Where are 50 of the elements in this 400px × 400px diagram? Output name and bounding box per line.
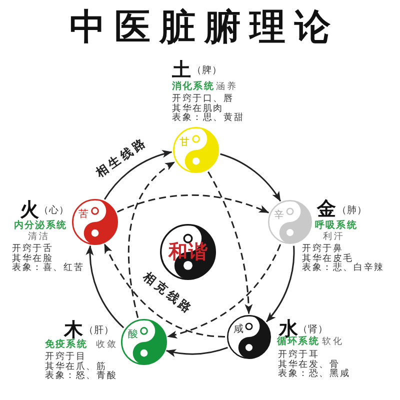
dashed-arrow (167, 244, 282, 338)
function-note: 清洁 (28, 233, 50, 243)
node-label: 和谐 (168, 242, 208, 262)
element-name: 金 (317, 199, 336, 220)
arrow (220, 153, 282, 202)
node-label: 甘 (179, 137, 190, 148)
element-name: 土 (172, 60, 191, 81)
organ-name: （肺） (337, 206, 367, 216)
function-note: 软化 (322, 338, 344, 348)
dashed-arrow (208, 171, 252, 314)
dashed-arrow (104, 244, 226, 338)
function-note: 涵养 (216, 83, 238, 93)
dashed-arrow (117, 194, 270, 214)
note-line: 其华在脸 (12, 254, 54, 264)
arrow (166, 346, 228, 356)
note-line: 其华在肌肉 (172, 104, 224, 114)
node-label: 酸 (128, 329, 138, 340)
note-line: 表象：悲、白辛辣 (302, 264, 384, 274)
note-line: 开窍于目 (45, 353, 86, 362)
note-line: 表象：恐、黑咸 (278, 370, 350, 380)
system-name: 消化系统 (172, 82, 214, 92)
title: 中医脏腑理论 (70, 8, 340, 48)
note-line: 表象：喜、红苦 (12, 264, 84, 274)
organ-name: （肝） (84, 326, 114, 336)
note-line: 开窍于耳 (278, 351, 320, 360)
function-note: 收敛 (96, 341, 118, 351)
dashed-arrow (128, 161, 176, 318)
system-name: 内分泌系统 (14, 221, 67, 232)
arrow (86, 245, 124, 328)
system-name: 免疫系统 (45, 340, 88, 350)
note-line: 开窍于口、唇 (172, 95, 234, 104)
organ-name: （心） (39, 206, 69, 216)
note-line: 开窍于鼻 (302, 245, 344, 254)
note-line: 表象：思、黄甜 (172, 114, 244, 124)
organ-name: （脾） (192, 66, 222, 76)
note-line: 其华在爪、筋 (45, 362, 107, 372)
organ-name: （肾） (298, 325, 328, 336)
note-line: 开窍于舌 (12, 245, 54, 254)
arrow (266, 246, 295, 322)
arrow (104, 150, 172, 200)
note-line: 其华在皮毛 (302, 254, 354, 264)
function-note: 利汗 (323, 233, 345, 243)
element-name: 火 (20, 200, 39, 221)
system-name: 呼吸系统 (315, 221, 358, 232)
note-line: 表象：怒、青酸 (45, 372, 118, 382)
note-line: 其华在发、骨 (278, 360, 340, 370)
node-label: 咸 (234, 324, 244, 336)
system-name: 循环系统 (277, 337, 320, 348)
node-label: 辛 (274, 210, 284, 221)
node-label: 苦 (78, 209, 88, 220)
